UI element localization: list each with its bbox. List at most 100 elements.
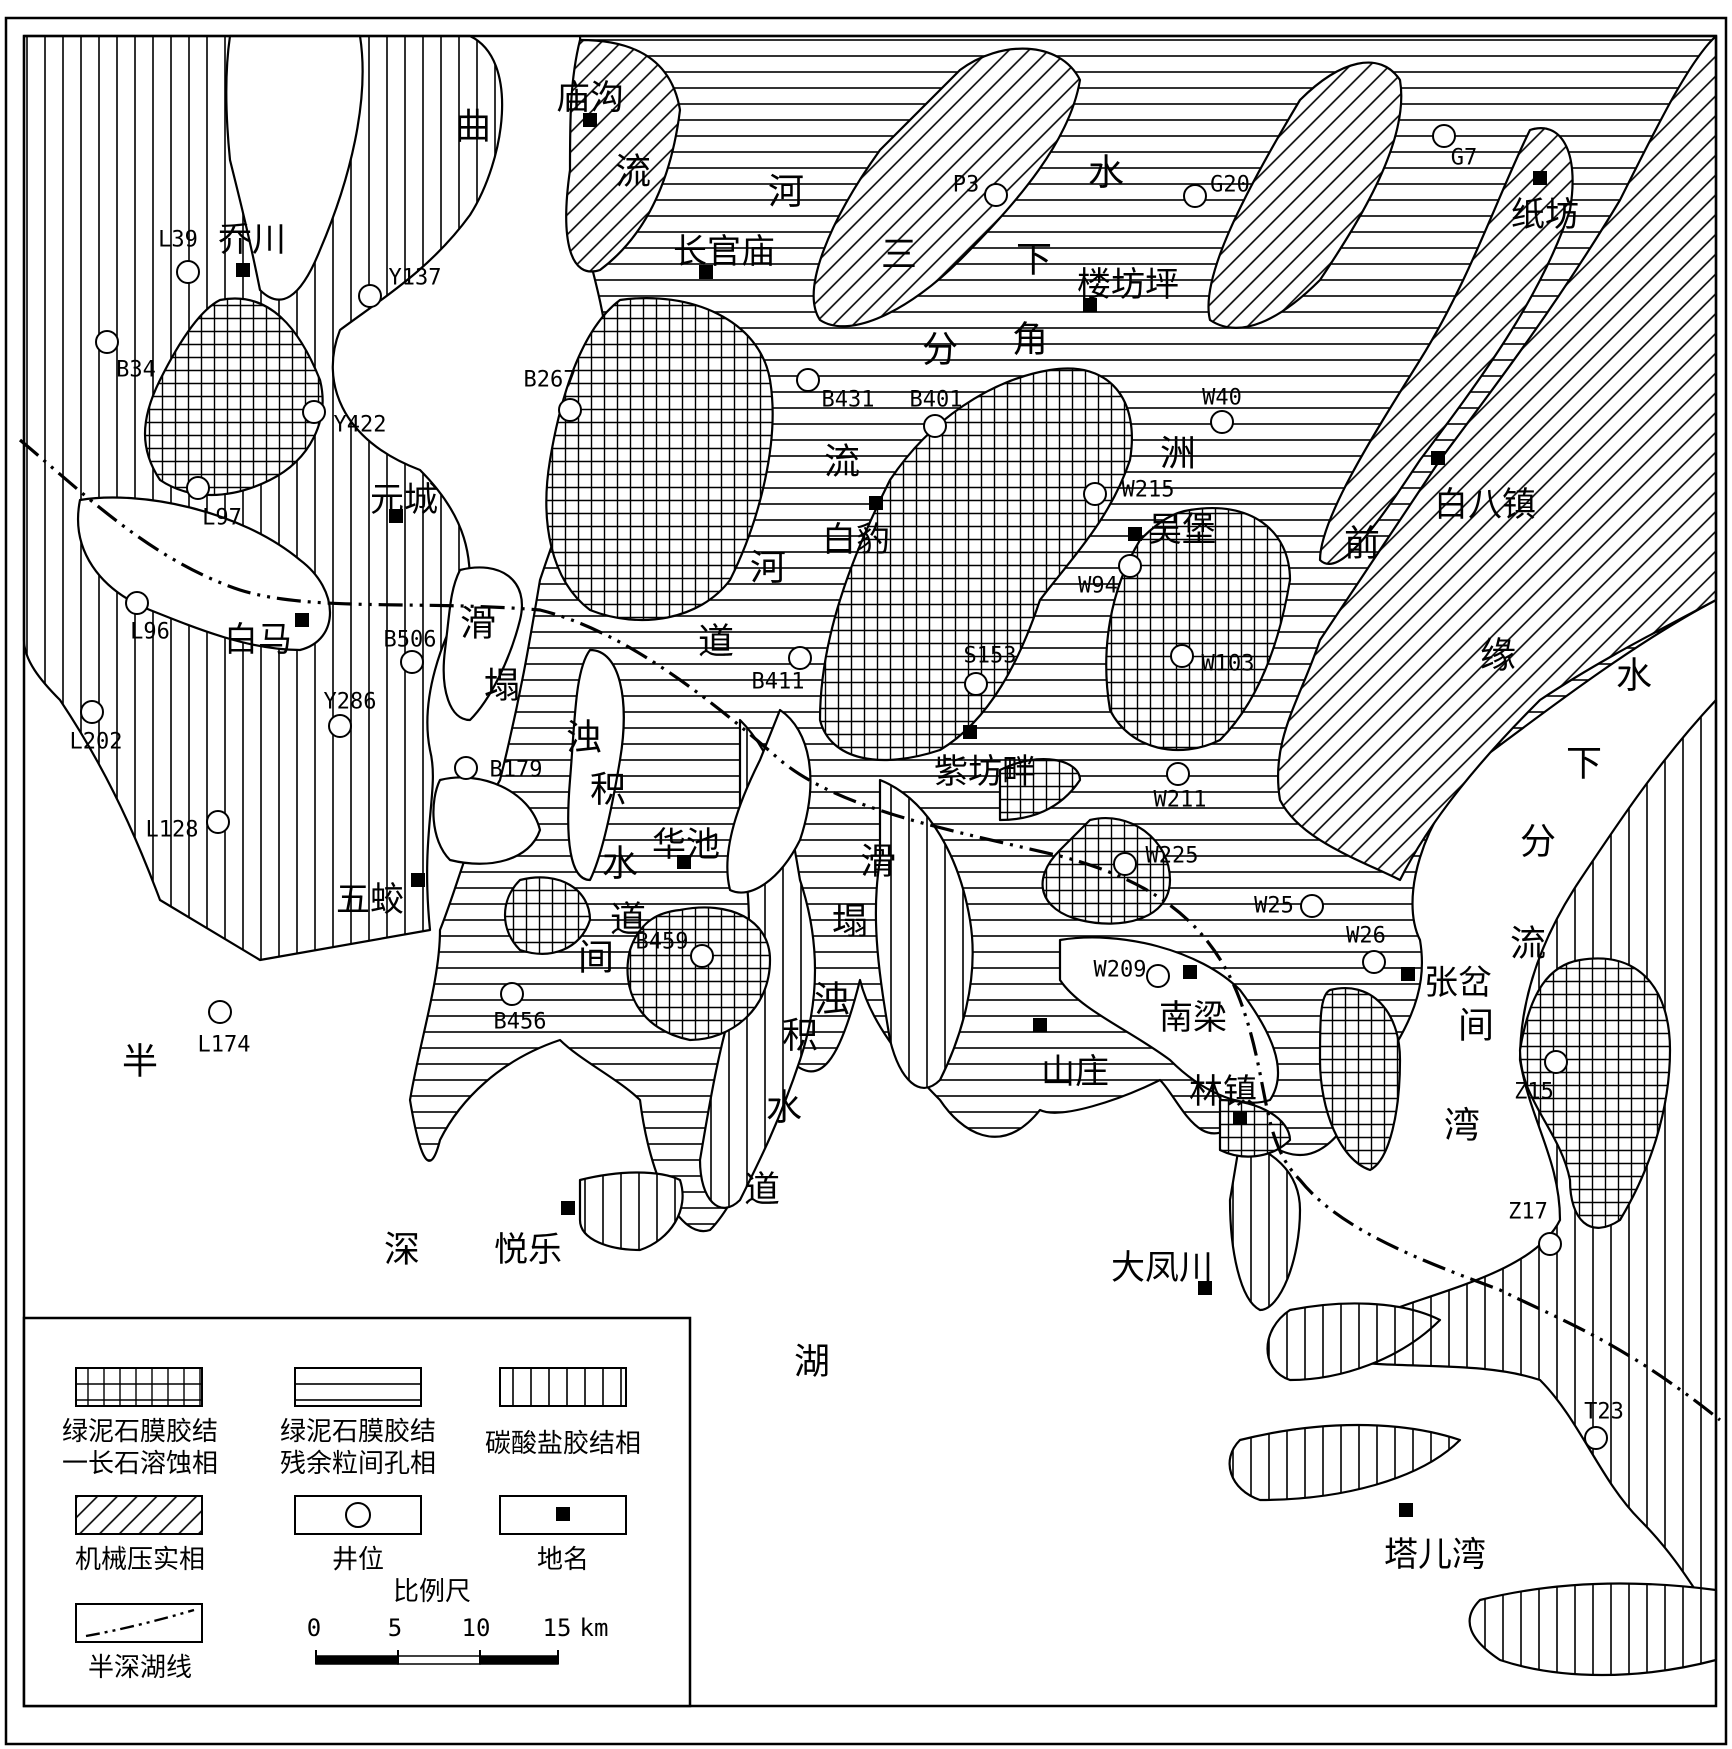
facies-mechanical-northeast [1276, 34, 1718, 882]
facies-label: 间 [578, 938, 614, 979]
place-marker [583, 113, 597, 127]
well-label: W209 [1094, 958, 1147, 983]
well-label: W215 [1122, 478, 1175, 503]
facies-label: 分 [922, 330, 958, 371]
well-label: L97 [202, 506, 242, 531]
place-marker [1399, 1503, 1413, 1517]
well-marker [1118, 554, 1142, 578]
facies-label: 三 [881, 235, 917, 276]
well-layer: L39Y137B34Y422L97L96L202L128L174B506Y286… [70, 124, 1624, 1450]
facies-label: 湾 [1444, 1106, 1480, 1147]
place-label: 白豹 [822, 520, 890, 560]
well-label: W211 [1154, 788, 1207, 813]
place-layer: 庙沟乔川长官庙楼坊坪纸坊元城白豹吴堡白八镇白马紫坊畔华池五蛟南梁张岔山庄林镇悦乐… [218, 78, 1579, 1575]
place-marker [1128, 527, 1142, 541]
place-marker [561, 1201, 575, 1215]
facies-grid-central [818, 367, 1133, 762]
legend-label-diagonal: 机械压实相 [75, 1545, 205, 1575]
facies-mechanical-ne-lobe [1207, 61, 1403, 329]
well-label: B401 [910, 388, 963, 413]
place-label: 庙沟 [556, 78, 624, 118]
facies-grid-huachi-west [503, 876, 592, 955]
facies-mechanical-zhifang [1318, 127, 1574, 565]
place-label: 山庄 [1041, 1052, 1109, 1092]
well-label: G7 [1451, 146, 1478, 171]
legend-label-horizontal-2: 残余粒间孔相 [280, 1449, 436, 1479]
facies-carbonate-south-mid2 [874, 778, 974, 1089]
scale-unit: km [580, 1614, 609, 1642]
well-marker [208, 1000, 232, 1024]
well-label: G20 [1210, 173, 1250, 198]
place-marker [1183, 965, 1197, 979]
scale-tick-10: 10 [462, 1614, 491, 1642]
facies-label: 道 [698, 622, 734, 663]
place-label: 楼坊坪 [1077, 265, 1179, 305]
facies-carbonate-yuele [578, 1171, 684, 1252]
well-marker [1183, 184, 1207, 208]
place-marker [295, 613, 309, 627]
facies-label: 下 [1016, 240, 1052, 281]
facies-carbonate-southeast-lobe1 [1266, 1302, 1442, 1382]
facies-grid-w225 [1041, 817, 1172, 925]
facies-grid-west-central [545, 297, 774, 622]
well-marker [1544, 1050, 1568, 1074]
well-marker [923, 414, 947, 438]
place-marker [1198, 1281, 1212, 1295]
well-label: W225 [1146, 844, 1199, 869]
facies-label: 积 [782, 1016, 818, 1057]
legend-label-well: 井位 [332, 1545, 384, 1575]
facies-layer [22, 34, 1718, 1677]
facies-label: 塌 [832, 902, 868, 943]
well-label: B456 [494, 1010, 547, 1035]
legend-swatch-lakeline [75, 1603, 203, 1643]
well-label: L39 [158, 228, 198, 253]
place-label: 林镇 [1189, 1072, 1257, 1112]
legend-label-grid-2: 一长石溶蚀相 [62, 1449, 218, 1479]
well-marker [1166, 762, 1190, 786]
well-label: W26 [1346, 924, 1386, 949]
scale-bar [315, 1650, 559, 1665]
well-marker [176, 260, 200, 284]
place-marker [1033, 1018, 1047, 1032]
facies-label: 水 [1616, 656, 1652, 697]
place-marker [963, 725, 977, 739]
well-marker [690, 944, 714, 968]
well-label: L96 [130, 620, 170, 645]
place-marker [699, 265, 713, 279]
well-label: W40 [1202, 386, 1242, 411]
legend-well-symbol [345, 1502, 371, 1528]
well-marker [400, 650, 424, 674]
facies-label: 下 [1566, 744, 1602, 785]
place-label: 大凤川 [1111, 1248, 1213, 1288]
facies-grid-small-1 [998, 758, 1082, 822]
facies-carbonate-southeast-lobe2 [1228, 1423, 1462, 1502]
facies-label: 前 [1344, 524, 1380, 565]
well-marker [796, 368, 820, 392]
map-frame [22, 34, 1718, 1708]
well-label: B411 [752, 670, 805, 695]
facies-white-slump2 [567, 648, 625, 882]
well-label: W25 [1254, 894, 1294, 919]
well-marker [558, 398, 582, 422]
outer-frame [4, 16, 1728, 1746]
legend-swatch-vertical [499, 1367, 627, 1407]
place-label: 长官庙 [673, 232, 775, 272]
place-marker [1233, 1111, 1247, 1125]
facies-white-nanliang [1058, 936, 1280, 1104]
facies-label: 曲 [455, 107, 491, 148]
facies-label: 道 [744, 1170, 780, 1211]
place-label: 张岔 [1424, 963, 1492, 1003]
facies-white-baima [77, 496, 332, 652]
facies-label: 间 [1458, 1006, 1494, 1047]
well-label: S153 [964, 644, 1017, 669]
well-marker [964, 672, 988, 696]
place-label: 南梁 [1159, 998, 1227, 1038]
facies-label: 水 [602, 844, 638, 885]
place-label: 纸坊 [1511, 195, 1579, 235]
facies-label: 分 [1520, 822, 1556, 863]
facies-label: 缘 [1480, 636, 1516, 677]
well-marker [1432, 124, 1456, 148]
legend-lakeline-symbol [85, 1608, 195, 1638]
facies-carbonate-dafengchuan [1228, 1138, 1302, 1312]
well-marker [1146, 964, 1170, 988]
